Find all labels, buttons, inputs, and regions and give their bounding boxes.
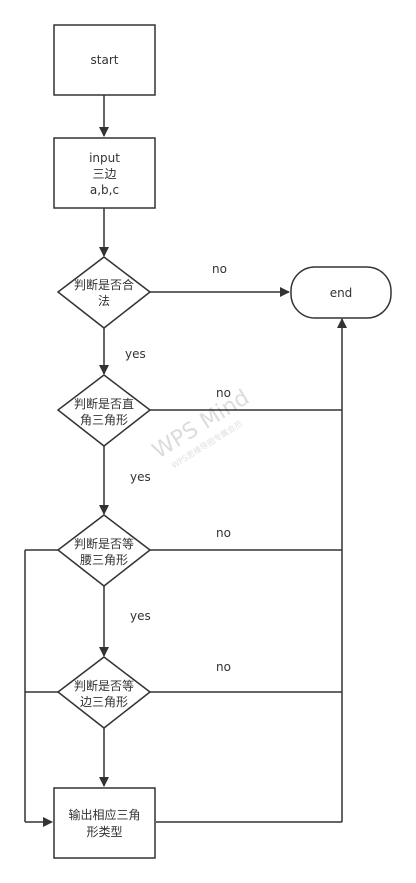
- label-valid-no: no: [212, 262, 227, 276]
- check-isosceles-line-2: 腰三角形: [80, 553, 128, 567]
- check-equilateral-line-1: 判断是否等: [74, 678, 134, 693]
- output-node-line-2: 形类型: [86, 825, 122, 839]
- check-right-line-2: 角三角形: [80, 413, 128, 427]
- check-right-line-1: 判断是否直: [74, 396, 134, 411]
- label-isosceles-yes: yes: [130, 609, 151, 623]
- check-equilateral-node: 判断是否等 边三角形: [56, 656, 152, 729]
- check-valid-node: 判断是否合 法: [56, 256, 152, 329]
- edge-labels: no yes no yes no yes no: [125, 262, 231, 674]
- output-node-line-1: 输出相应三角: [68, 807, 140, 822]
- check-isosceles-node: 判断是否等 腰三角形: [56, 514, 152, 587]
- check-isosceles-line-1: 判断是否等: [74, 536, 134, 551]
- start-node-label: start: [91, 53, 119, 67]
- label-equilateral-no: no: [216, 660, 231, 674]
- output-node: 输出相应三角 形类型: [53, 787, 156, 859]
- check-equilateral-line-2: 边三角形: [80, 695, 128, 709]
- check-valid-line-1: 判断是否合: [74, 277, 134, 292]
- input-node: input 三边 a,b,c: [53, 137, 156, 209]
- check-valid-line-2: 法: [98, 294, 110, 308]
- label-valid-yes: yes: [125, 347, 146, 361]
- label-right-no: no: [216, 386, 231, 400]
- end-node-label: end: [330, 286, 353, 300]
- connectors: [24, 95, 347, 827]
- input-node-line-2: 三边: [92, 167, 116, 181]
- label-isosceles-no: no: [216, 526, 231, 540]
- input-node-line-3: a,b,c: [90, 183, 119, 197]
- end-node: end: [290, 266, 392, 319]
- input-node-line-1: input: [89, 151, 120, 165]
- start-node: start: [53, 24, 156, 96]
- check-right-node: 判断是否直 角三角形: [56, 374, 152, 447]
- label-right-yes: yes: [130, 470, 151, 484]
- watermark: WPS Mind WPS思维导图专属会员: [148, 385, 254, 470]
